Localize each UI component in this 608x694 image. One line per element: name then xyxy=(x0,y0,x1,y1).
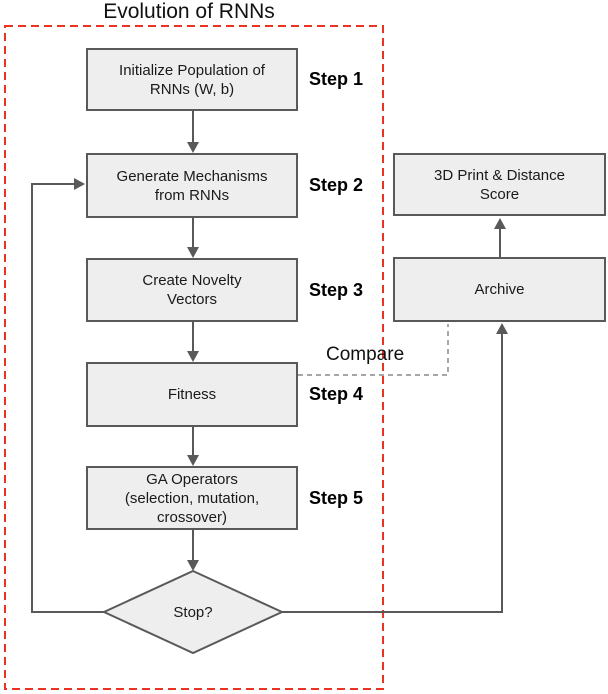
arrowhead-down-icon xyxy=(187,247,199,258)
node-3d-print-distance-score: 3D Print & Distance Score xyxy=(393,153,606,216)
node-archive: Archive xyxy=(393,257,606,322)
stop-decision-label: Stop? xyxy=(173,603,213,621)
step-label-3: Step 3 xyxy=(309,280,364,300)
arrowhead-up-icon xyxy=(496,323,508,334)
diagram-title: Evolution of RNNs xyxy=(103,0,275,23)
arrowhead-down-icon xyxy=(187,142,199,153)
node-ga-operators: GA Operators (selection, mutation, cross… xyxy=(86,466,298,530)
node-create-novelty-vectors: Create Novelty Vectors xyxy=(86,258,298,322)
arrowhead-down-icon xyxy=(187,560,199,571)
arrowhead-up-icon xyxy=(494,218,506,229)
arrowhead-down-icon xyxy=(187,455,199,466)
step-label-1: Step 1 xyxy=(309,69,364,89)
arrowhead-right-icon xyxy=(74,178,85,190)
node-initialize-population: Initialize Population of RNNs (W, b) xyxy=(86,48,298,111)
step-label-5: Step 5 xyxy=(309,488,364,508)
compare-label: Compare xyxy=(326,344,405,365)
arrow-stop-to-archive xyxy=(282,334,503,613)
step-label-4: Step 4 xyxy=(309,384,364,404)
node-generate-mechanisms: Generate Mechanisms from RNNs xyxy=(86,153,298,218)
node-fitness: Fitness xyxy=(86,362,298,427)
arrowhead-down-icon xyxy=(187,351,199,362)
step-label-2: Step 2 xyxy=(309,175,364,195)
